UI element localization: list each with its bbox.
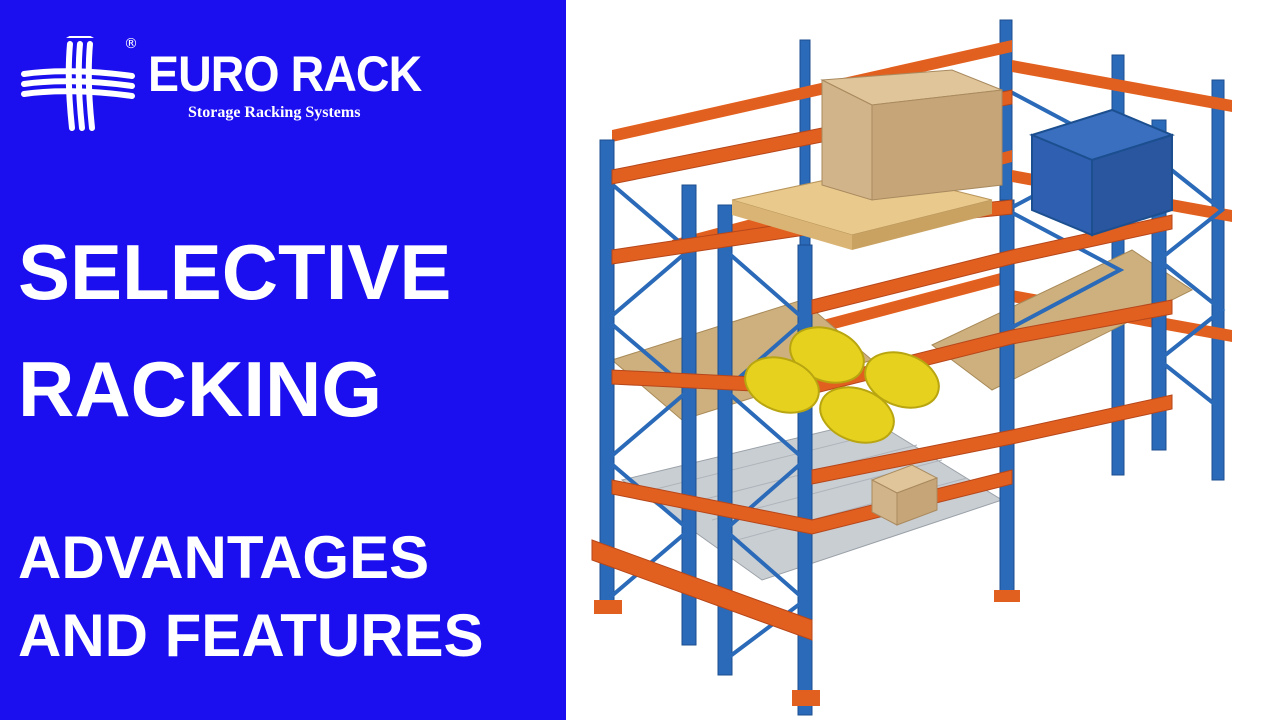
large-carton [820, 69, 1003, 201]
headline-line-3: ADVANTAGES [18, 524, 430, 591]
euro-rack-logo-icon [21, 36, 135, 131]
headline-line-2: RACKING [18, 345, 382, 433]
yellow-drums [744, 326, 940, 444]
brand-logo: ® EURO RACK Storage Racking Systems [20, 36, 460, 136]
title-panel: ® EURO RACK Storage Racking Systems SELE… [0, 0, 566, 720]
headline-line-4: AND FEATURES [18, 602, 484, 669]
headline-line-1: SELECTIVE [18, 228, 452, 316]
panel-divider [566, 0, 572, 720]
brand-tagline: Storage Racking Systems [188, 104, 361, 121]
brand-name: EURO RACK [148, 46, 422, 102]
selective-racking-illustration [591, 19, 1232, 716]
metal-container [1029, 108, 1175, 237]
registered-mark: ® [124, 36, 138, 52]
small-carton [870, 464, 939, 526]
chipboard-shelf-right [931, 249, 1193, 391]
base-plates [594, 590, 1020, 706]
front-beams [591, 89, 1173, 641]
